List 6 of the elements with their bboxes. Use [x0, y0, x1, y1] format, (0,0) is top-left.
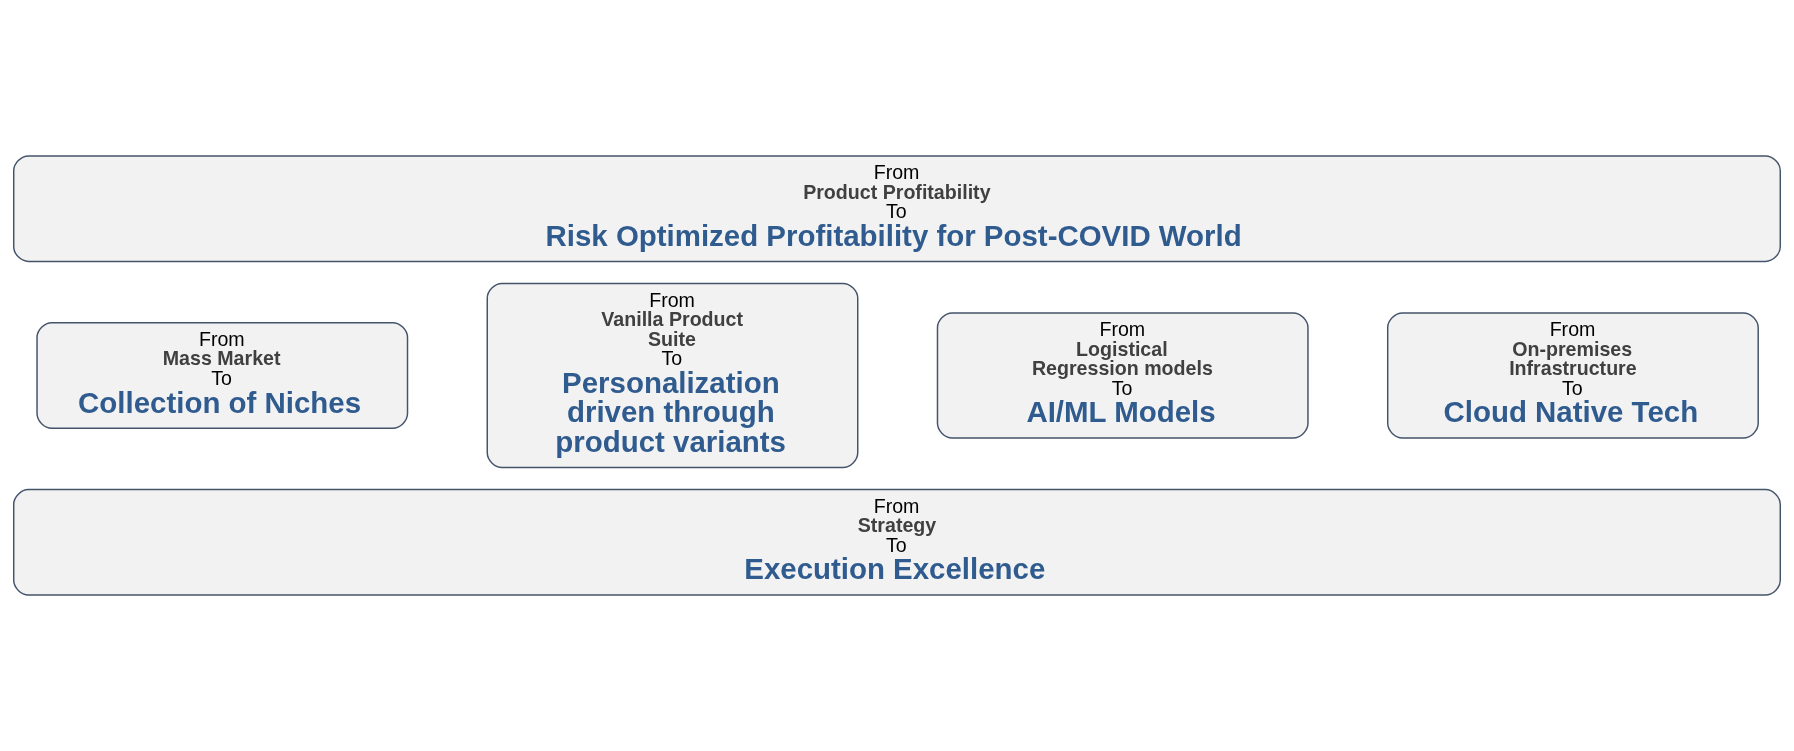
node-box: From Logistical Regression models To AI/ML Models — [936, 312, 1309, 439]
node-box: From On-premises Infrastructure To Cloud Native Tech — [1386, 312, 1759, 439]
node-box: From Mass Market To Collection of Niches — [36, 322, 409, 429]
node-box: From Product Profitability To Risk Optimized Profitability for Post-COVID World — [13, 155, 1781, 263]
node-box: From Vanilla Product Suite To Personalization driven through product variants — [486, 282, 859, 469]
node-box: From Strategy To Execution Excellence — [13, 488, 1781, 596]
